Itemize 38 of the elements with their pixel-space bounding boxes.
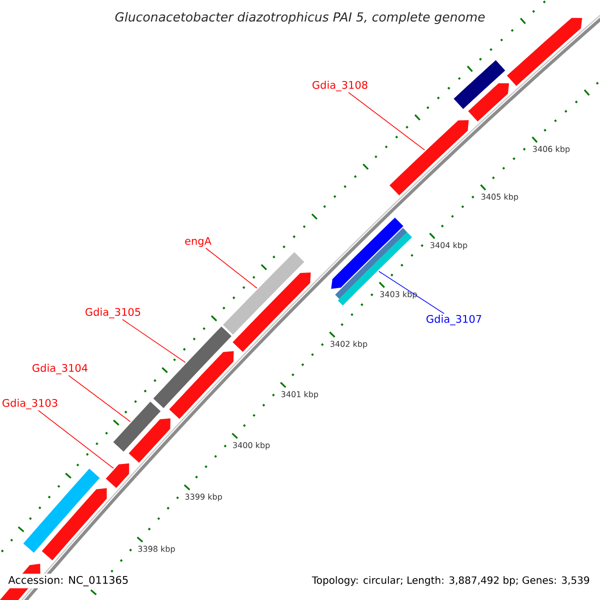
scale-label: 3404 kbp: [430, 242, 468, 250]
scale-label: 3405 kbp: [481, 194, 518, 202]
accession-text: Accession: NC_011365: [6, 574, 131, 588]
scale-label: 3401 kbp: [281, 391, 318, 399]
gene-block: [232, 272, 311, 352]
scale-label: 3402 kbp: [330, 340, 368, 348]
gene-block: [42, 488, 107, 560]
gene-block: [222, 252, 304, 335]
gene-label: Gdia_3104: [32, 364, 88, 374]
scale-label: 3398 kbp: [138, 546, 175, 554]
gene-block: [506, 18, 582, 86]
gene-label: Gdia_3107: [426, 314, 482, 326]
title: Gluconacetobacter diazotrophicus PAI 5, complete genome: [115, 12, 485, 24]
gene-label: Gdia_3103: [2, 398, 58, 410]
scale-label: 3406 kbp: [532, 146, 570, 154]
gene-block: [128, 418, 170, 463]
leader-line: [205, 248, 258, 289]
gene-label: Gdia_3108: [312, 80, 368, 92]
gene-block: [468, 83, 510, 122]
gene-block: [23, 468, 100, 553]
gene-label: engA: [185, 237, 212, 247]
gene-block: [113, 402, 161, 452]
gene-block: [454, 60, 506, 109]
scale-label: 3399 kbp: [185, 494, 222, 502]
gene-block: [390, 120, 469, 196]
leader-line: [38, 410, 114, 469]
leader-line: [68, 375, 131, 422]
gene-block: [153, 326, 232, 408]
gene-block: [331, 218, 404, 289]
gene-block: [106, 463, 130, 488]
leader-line: [348, 92, 426, 150]
gene-block: [169, 351, 234, 419]
leader-line: [122, 319, 186, 363]
leader-line: [378, 270, 444, 314]
scale-label: 3403 kbp: [380, 291, 417, 299]
topology-text: Topology: circular; Length: 3,887,492 bp; Genes: 3,539: [310, 574, 592, 588]
gene-label: Gdia_3105: [86, 308, 140, 318]
scale-label: 3400 kbp: [233, 442, 270, 450]
